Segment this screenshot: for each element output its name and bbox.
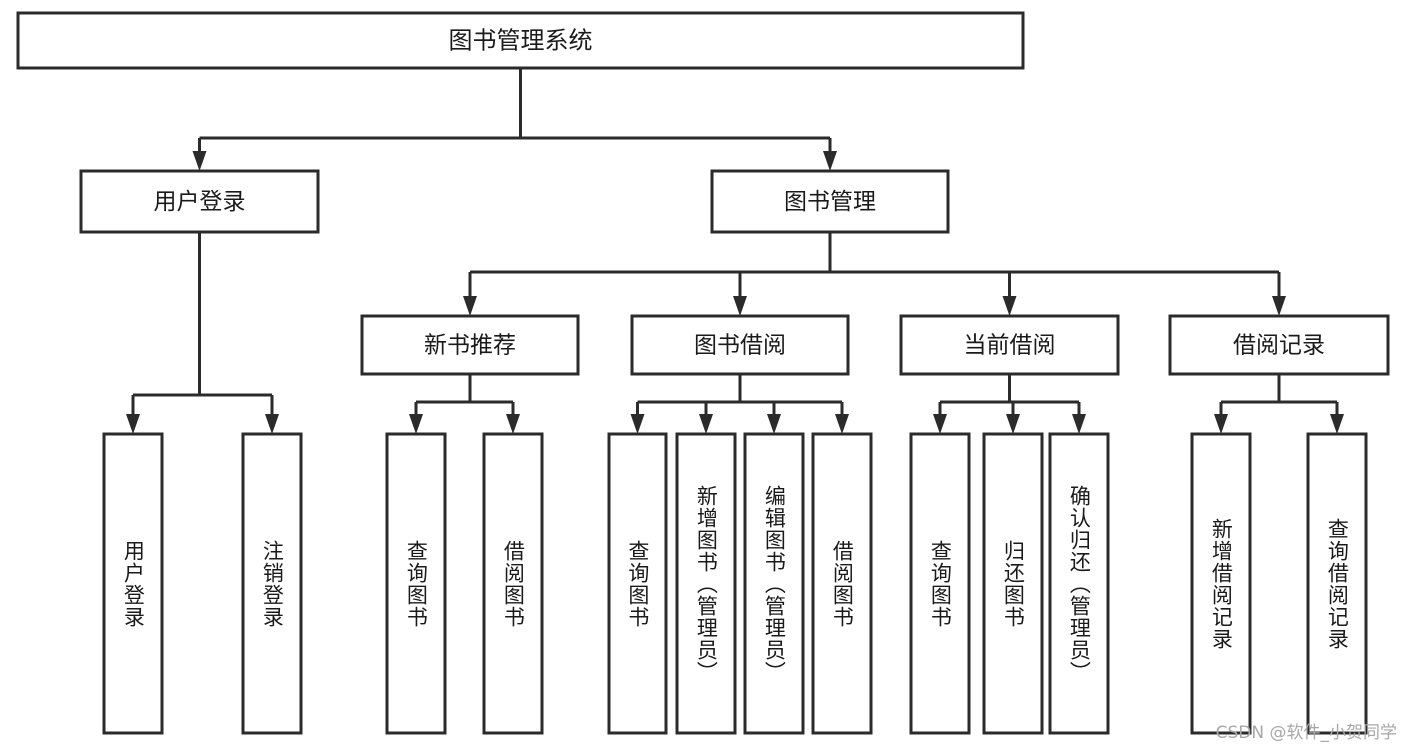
node-box-book-borrow[interactable] [630, 314, 850, 376]
node-box-user-login[interactable] [79, 169, 320, 234]
node-label-book-manage: 图书管理 [784, 189, 876, 215]
arrow-head [1214, 414, 1228, 434]
arrow-head [733, 296, 747, 316]
node-box-borrow-record[interactable] [1168, 314, 1390, 376]
arrow-head [699, 414, 713, 434]
arrow-head [933, 414, 947, 434]
node-box-l-add-record[interactable] [1190, 432, 1252, 735]
node-box-l-edit-book[interactable] [743, 432, 805, 735]
node-box-leaf-user-login[interactable] [102, 432, 164, 735]
arrow-head [265, 414, 279, 434]
node-box-l-borrow-book-1[interactable] [482, 432, 544, 735]
node-box-l-add-book[interactable] [675, 432, 737, 735]
arrow-head [630, 414, 645, 434]
arrow-head [506, 414, 520, 434]
node-box-l-query-book-2[interactable] [607, 432, 668, 735]
node-box-book-manage[interactable] [710, 169, 950, 234]
node-box-leaf-user-logout[interactable] [241, 432, 303, 735]
node-label-root: 图书管理系统 [449, 27, 593, 55]
arrow-head [463, 296, 477, 316]
node-box-l-return-book[interactable] [982, 432, 1044, 735]
connectors-layer [126, 68, 1344, 434]
node-box-l-query-book-1[interactable] [385, 432, 447, 735]
arrow-head [1002, 296, 1017, 316]
node-box-current-borrow[interactable] [899, 314, 1120, 376]
boxes-layer [16, 11, 1390, 735]
node-box-l-confirm-return[interactable] [1048, 432, 1110, 735]
arrow-head [1272, 296, 1286, 316]
arrow-head [767, 414, 781, 434]
arrow-head [1330, 414, 1344, 434]
arrow-head [192, 151, 207, 171]
node-label-user-login: 用户登录 [154, 189, 246, 215]
node-box-l-query-record[interactable] [1306, 432, 1368, 735]
arrow-head [126, 414, 140, 434]
node-box-l-borrow-book-2[interactable] [811, 432, 873, 735]
arrow-head [835, 414, 849, 434]
arrow-head [1006, 414, 1020, 434]
node-box-root[interactable] [16, 11, 1025, 70]
arrow-head [1072, 414, 1086, 434]
node-box-l-query-book-3[interactable] [909, 432, 971, 735]
node-label-current-borrow: 当前借阅 [964, 333, 1056, 359]
node-box-new-book-rec[interactable] [360, 314, 580, 376]
arrow-head [409, 414, 423, 434]
arrow-head [823, 151, 837, 171]
node-label-book-borrow: 图书借阅 [694, 333, 786, 359]
node-label-borrow-record: 借阅记录 [1233, 333, 1325, 359]
node-label-new-book-rec: 新书推荐 [424, 333, 516, 359]
